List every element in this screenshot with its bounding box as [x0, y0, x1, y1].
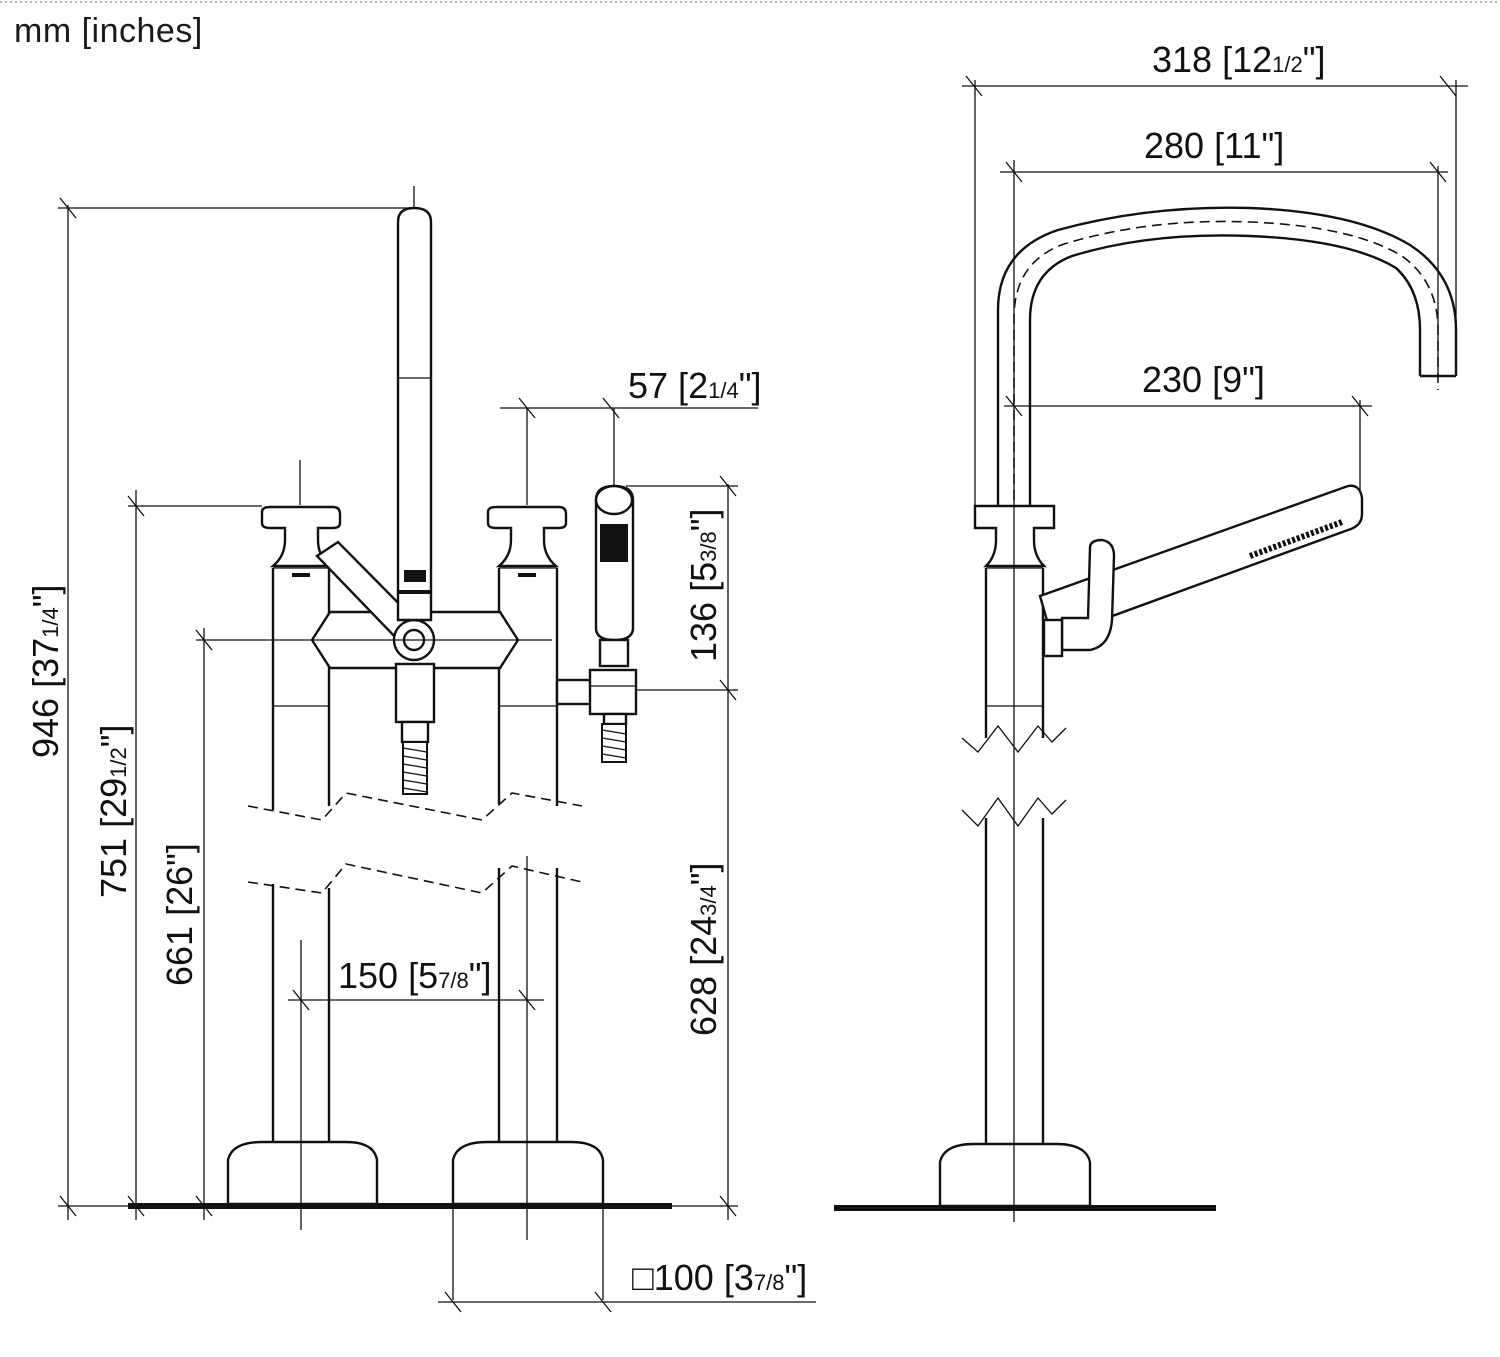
units-label: mm [inches]	[14, 12, 203, 50]
side-base	[938, 1142, 1092, 1208]
spout	[996, 206, 1458, 506]
right-base	[451, 1140, 605, 1206]
dim-handle-height: 751 [291/2"]	[93, 724, 134, 898]
right-cross-handle[interactable]	[486, 505, 568, 568]
side-break-lower	[961, 796, 1067, 828]
dim-spout-projection-outer: 318 [121/2"]	[1152, 39, 1326, 80]
dim-handshower-offset: 57 [21/4"]	[628, 365, 761, 406]
side-view	[834, 160, 1458, 1222]
side-break-upper	[961, 724, 1067, 754]
left-cross-handle[interactable]	[260, 505, 342, 568]
dim-spout-projection: 280 [11"]	[1144, 125, 1284, 166]
front-dimensions	[58, 197, 816, 1313]
dim-body-height: 661 [26"]	[159, 843, 200, 986]
handshower-vertical	[396, 206, 433, 622]
handshower-nozzles	[600, 524, 628, 562]
side-dimensions	[962, 75, 1468, 506]
dim-base-square: □100 [37/8"]	[632, 1257, 807, 1298]
left-hose	[402, 741, 428, 795]
dim-pillar-distance: 150 [57/8"]	[338, 955, 492, 996]
left-base	[226, 1140, 379, 1206]
dim-handshower-height: 628 [243/4"]	[683, 862, 724, 1036]
front-break-upper	[247, 792, 583, 821]
side-handshower-nozzles	[1248, 519, 1344, 559]
dim-handshower-projection: 230 [9"]	[1142, 359, 1265, 400]
side-handshower-body[interactable]	[1038, 484, 1364, 640]
front-view	[128, 186, 672, 1240]
dim-overall-height: 946 [371/4"]	[25, 584, 66, 758]
right-hose	[601, 723, 627, 763]
dim-handshower-length: 136 [53/8"]	[683, 508, 724, 662]
front-break-lower	[247, 863, 583, 894]
